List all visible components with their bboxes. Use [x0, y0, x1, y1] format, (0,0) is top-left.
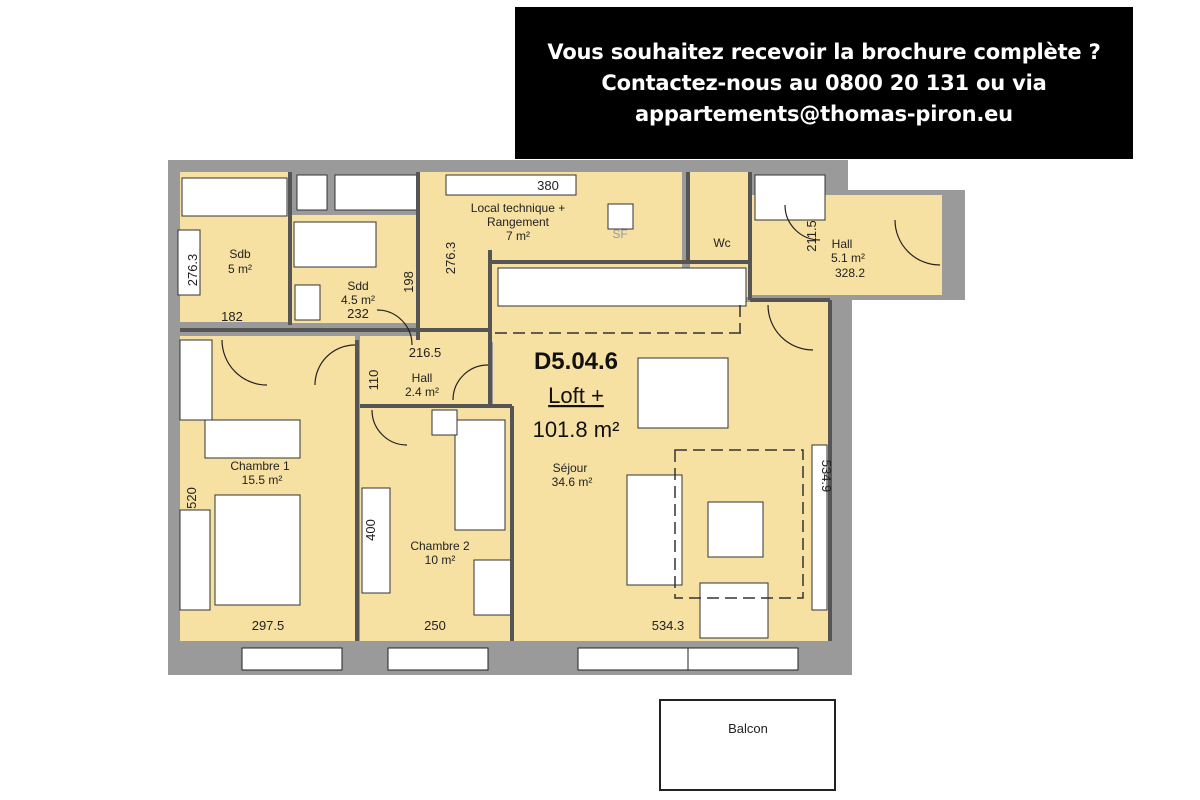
door-swing — [371, 409, 408, 446]
room-area: 34.6 m² — [552, 475, 593, 489]
dimension: 211.5 — [804, 220, 819, 252]
sink — [177, 229, 201, 296]
banner-line-1: Vous souhaitez recevoir la brochure comp… — [547, 39, 1101, 64]
door-swing — [452, 364, 489, 401]
dimension: 534.9 — [819, 460, 834, 493]
dimension: 380 — [537, 178, 559, 193]
dashed-lines — [495, 305, 804, 599]
wardrobe — [204, 419, 301, 459]
room-name: Sdb — [229, 247, 251, 261]
sf-label: SF — [612, 227, 627, 241]
room-area: 4.5 m² — [341, 293, 375, 307]
room-name-2: Rangement — [487, 215, 550, 229]
room-name: Chambre 1 — [230, 459, 290, 473]
room-area: 5 m² — [228, 262, 252, 276]
radiator — [811, 444, 828, 611]
bed — [454, 419, 506, 531]
desk — [473, 559, 513, 616]
dimension: 182 — [221, 309, 243, 324]
dimension: 232 — [347, 306, 369, 321]
room-name: Hall — [832, 237, 853, 251]
partitions — [180, 172, 832, 641]
dimension: 250 — [424, 618, 446, 633]
kitchen-counter — [497, 267, 747, 307]
dimension: 400 — [363, 519, 378, 541]
dimension: 534.3 — [652, 618, 685, 633]
room-area: 7 m² — [506, 229, 530, 243]
dining-table — [637, 357, 729, 429]
room-area: 10 m² — [425, 553, 456, 567]
unit-title: D5.04.6 Loft + 101.8 m² — [533, 348, 620, 442]
balcony — [659, 699, 836, 791]
dimension: 276.3 — [185, 254, 200, 287]
coffee-table — [707, 501, 764, 558]
dimension: 216.5 — [409, 345, 442, 360]
room-name: Séjour — [553, 461, 588, 475]
dimension-labels: 276.3 182 232 198 380 276.3 211.5 216.5 … — [184, 178, 834, 633]
door-swing — [376, 309, 413, 346]
bathtub — [181, 177, 288, 217]
banner-line-2: Contactez-nous au 0800 20 131 ou via — [601, 70, 1047, 95]
room-name: Sdd — [347, 279, 368, 293]
sf-box — [607, 203, 634, 230]
room-labels: Sdb 5 m² Sdd 4.5 m² Local technique + Ra… — [228, 201, 865, 736]
wardrobe — [361, 487, 391, 594]
dimension: 520 — [184, 487, 199, 509]
storage — [445, 174, 577, 196]
armchair — [699, 582, 769, 639]
door-swing — [221, 339, 268, 386]
sofa — [626, 474, 683, 586]
dimension: 110 — [366, 370, 381, 391]
dimension: 276.3 — [443, 242, 458, 275]
room-name: Wc — [713, 236, 730, 250]
room-dimension: 328.2 — [835, 266, 865, 280]
room-area: 15.5 m² — [242, 473, 283, 487]
unit-area: 101.8 m² — [533, 417, 620, 442]
wardrobe — [179, 509, 211, 611]
room-name: Chambre 2 — [410, 539, 470, 553]
room-name: Balcon — [728, 721, 768, 736]
door-swing — [784, 204, 821, 241]
windows — [241, 647, 799, 671]
unit-id: D5.04.6 — [534, 348, 618, 375]
room-name: Hall — [412, 371, 433, 385]
bed — [214, 494, 301, 606]
room-area: 2.4 m² — [405, 385, 439, 399]
brochure-banner: Vous souhaitez recevoir la brochure comp… — [515, 7, 1133, 159]
door-swing — [894, 219, 941, 266]
fixtures — [177, 174, 836, 791]
sink — [294, 284, 321, 321]
banner-email: appartements@thomas-piron.eu — [635, 101, 1013, 126]
unit-type: Loft + — [548, 383, 604, 408]
wardrobe — [179, 339, 213, 421]
door-swing — [767, 304, 814, 351]
door-swing — [314, 344, 356, 386]
shower — [293, 221, 377, 268]
dimension: 297.5 — [252, 618, 285, 633]
doors — [221, 204, 941, 446]
room-area: 5.1 m² — [831, 251, 865, 265]
room-name: Local technique + — [471, 201, 565, 215]
dimension: 198 — [401, 271, 416, 293]
